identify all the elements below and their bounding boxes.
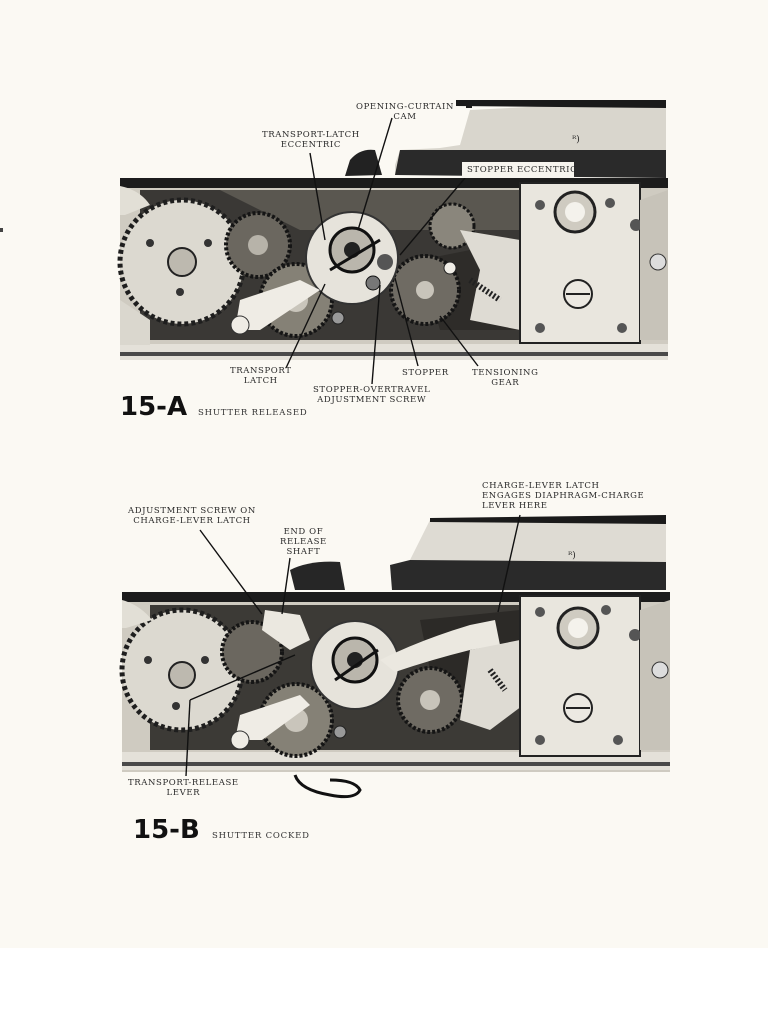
callout-line: LATCH xyxy=(243,376,278,386)
callout-transport-latch: TRANSPORT LATCH xyxy=(230,366,291,386)
callout-line: END OF xyxy=(283,527,324,537)
callout-line: STOPPER ECCENTRIC xyxy=(467,165,578,175)
figure-15b-caption: SHUTTER COCKED xyxy=(212,831,310,841)
callout-opening-curtain-cam: OPENING-CURTAIN CAM xyxy=(356,102,454,122)
callout-line: ADJUSTMENT SCREW ON xyxy=(128,506,256,516)
callout-line: CHARGE-LEVER LATCH xyxy=(133,516,251,526)
callout-charge-lever-latch: CHARGE-LEVER LATCH ENGAGES DIAPHRAGM-CHA… xyxy=(482,481,644,511)
callout-line: STOPPER xyxy=(402,368,449,378)
scan-artifact xyxy=(0,228,3,232)
svg-text:ᴿ): ᴿ) xyxy=(572,134,580,145)
figure-15a-photo: ᴿ) xyxy=(117,100,668,385)
callout-line: ECCENTRIC xyxy=(280,140,341,150)
callout-line: ADJUSTMENT SCREW xyxy=(317,395,427,405)
callout-line: TRANSPORT-RELEASE xyxy=(128,778,239,788)
callout-stopper-eccentric: STOPPER ECCENTRIC xyxy=(467,165,577,175)
callout-line: TRANSPORT-LATCH xyxy=(262,130,360,140)
callout-stopper-overtravel: STOPPER-OVERTRAVEL ADJUSTMENT SCREW xyxy=(313,385,430,405)
callout-line: GEAR xyxy=(491,378,520,388)
callout-line: CAM xyxy=(393,112,417,122)
callout-tensioning-gear: TENSIONING GEAR xyxy=(472,368,538,388)
document-page: ᴿ) xyxy=(0,0,768,948)
callout-stopper: STOPPER xyxy=(402,368,449,378)
figure-15b-number: 15-B xyxy=(133,815,200,845)
callout-end-of-release-shaft: END OF RELEASE SHAFT xyxy=(280,527,327,557)
svg-text:ᴿ): ᴿ) xyxy=(568,550,576,561)
callout-line: CHARGE-LEVER LATCH xyxy=(482,481,600,491)
callout-line: LEVER xyxy=(166,788,201,798)
callout-line: STOPPER-OVERTRAVEL xyxy=(313,385,431,395)
callout-transport-release-lever: TRANSPORT-RELEASE LEVER xyxy=(128,778,239,798)
callout-line: ENGAGES DIAPHRAGM-CHARGE xyxy=(482,491,645,501)
callout-line: RELEASE xyxy=(280,537,327,547)
figure-15a-caption: SHUTTER RELEASED xyxy=(198,408,308,418)
callout-line: LEVER HERE xyxy=(482,501,548,511)
callout-line: OPENING-CURTAIN xyxy=(356,102,455,112)
callout-transport-latch-eccentric: TRANSPORT-LATCH ECCENTRIC xyxy=(262,130,360,150)
callout-line: SHAFT xyxy=(286,547,321,557)
callout-line: TENSIONING xyxy=(472,368,539,378)
callout-adjustment-screw: ADJUSTMENT SCREW ON CHARGE-LEVER LATCH xyxy=(128,506,256,526)
callout-line: TRANSPORT xyxy=(230,366,292,376)
figure-15a-number: 15-A xyxy=(120,392,188,422)
